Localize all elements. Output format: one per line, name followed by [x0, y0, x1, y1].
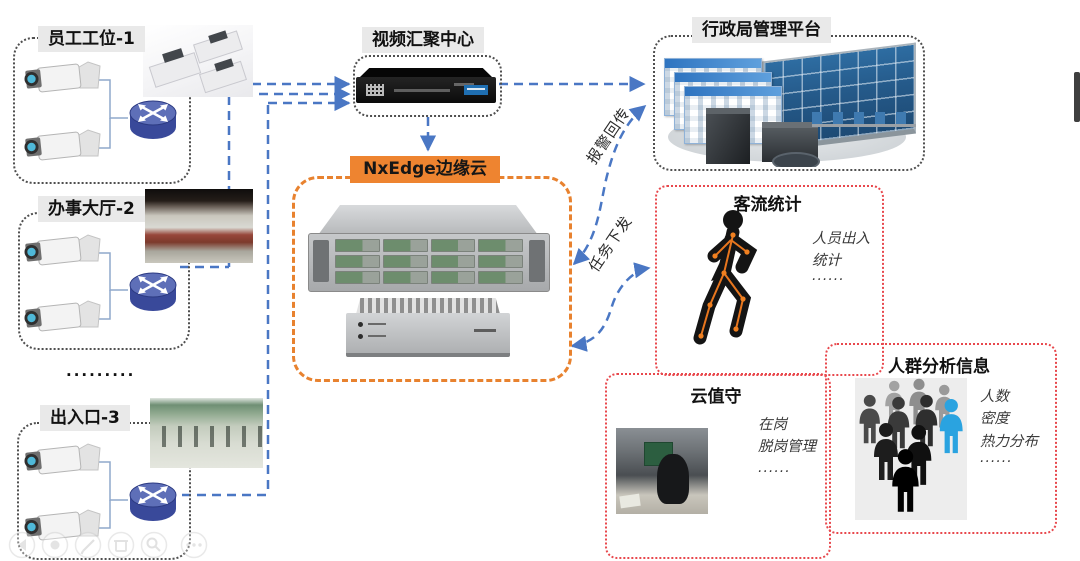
group-label-workstation: 员工工位-1 — [38, 26, 145, 52]
cloud-duty-box — [605, 373, 831, 559]
video-center-device — [356, 68, 496, 103]
video-center-label: 视频汇聚中心 — [362, 27, 484, 53]
workstation-photo — [143, 25, 253, 97]
runner-icon — [693, 210, 758, 345]
edge-server-compact — [346, 298, 510, 357]
camera-router-links — [96, 79, 128, 529]
search-icon[interactable] — [146, 537, 161, 552]
server-tower — [706, 108, 750, 164]
edit-icon[interactable] — [80, 539, 95, 555]
hall-photo — [145, 189, 253, 263]
alarm-task-flow-line — [572, 104, 647, 266]
group-label-hall: 办事大厅-2 — [38, 196, 145, 222]
crowd-analysis-title: 人群分析信息 — [888, 357, 990, 377]
crowd-analysis-box — [825, 343, 1057, 534]
cloud-duty-ellipsis: ...... — [758, 460, 791, 476]
cloud-duty-title: 云值守 — [690, 387, 742, 407]
entrance-photo — [150, 398, 263, 468]
operator-consoles — [812, 112, 916, 127]
cloud-duty-photo — [616, 428, 708, 514]
crowd-icon — [855, 378, 967, 520]
edge-server-2u — [308, 205, 550, 292]
edge-passenger-flow-line — [570, 262, 651, 352]
more-groups-ellipsis: ......... — [66, 362, 136, 380]
passenger-stats-note: 人员出入 统计 — [812, 231, 870, 270]
video-center-box — [353, 55, 502, 117]
cloud-duty-note: 在岗 脱岗管理 — [758, 417, 816, 456]
passenger-stats-title: 客流统计 — [733, 195, 802, 215]
viewer-toolbar — [8, 531, 208, 559]
passenger-stats-ellipsis: ...... — [812, 268, 845, 284]
scrollbar-fragment[interactable] — [1074, 72, 1080, 122]
delete-icon[interactable] — [114, 540, 128, 552]
more-icon[interactable] — [186, 543, 202, 547]
edge-cloud-banner: NxEdge边缘云 — [350, 156, 500, 183]
control-pad — [772, 152, 820, 167]
crowd-analysis-ellipsis: ...... — [980, 450, 1013, 466]
record-icon[interactable] — [50, 540, 60, 550]
crowd-analysis-note: 人数 密度 热力分布 — [980, 389, 1038, 450]
admin-platform-label: 行政局管理平台 — [692, 17, 831, 43]
passenger-stats-box — [655, 185, 884, 376]
admin-platform-illustration — [653, 35, 921, 167]
back-icon[interactable] — [18, 539, 26, 551]
group-label-entrance: 出入口-3 — [40, 405, 130, 431]
